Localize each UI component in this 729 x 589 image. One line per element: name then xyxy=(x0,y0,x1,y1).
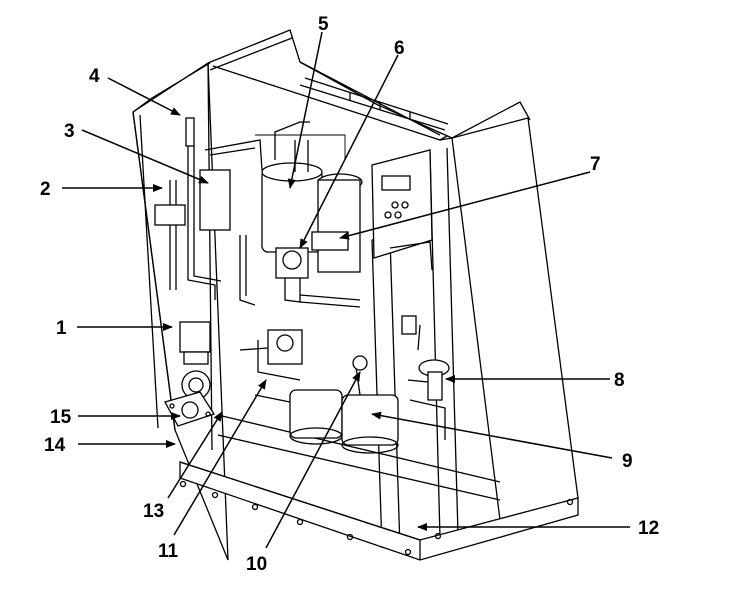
cabinet-frame xyxy=(132,29,579,561)
callout-13: 13 xyxy=(143,501,164,522)
callout-7: 7 xyxy=(590,154,601,175)
left-solenoid-valve xyxy=(179,321,211,400)
callout-9: 9 xyxy=(622,451,633,472)
callout-4: 4 xyxy=(89,66,100,87)
left-piping xyxy=(154,117,263,306)
callout-15: 15 xyxy=(50,407,72,428)
callout-numbers: 1 2 3 4 5 6 7 8 9 10 11 12 13 14 15 xyxy=(40,14,659,575)
right-fitting xyxy=(401,315,450,440)
callout-1: 1 xyxy=(56,318,67,339)
callout-10: 10 xyxy=(246,554,267,575)
right-side-panel xyxy=(451,117,579,521)
callout-8: 8 xyxy=(614,370,625,391)
callout-3: 3 xyxy=(64,121,75,142)
upper-solenoid-valve xyxy=(275,231,361,308)
callout-14: 14 xyxy=(44,435,66,456)
callout-12: 12 xyxy=(638,518,659,539)
control-box xyxy=(371,149,433,271)
callout-6: 6 xyxy=(394,38,405,59)
callout-leaders xyxy=(62,31,630,549)
callout-2: 2 xyxy=(40,179,51,200)
callout-11: 11 xyxy=(158,541,179,562)
lower-cylinders xyxy=(289,355,399,454)
callout-5: 5 xyxy=(318,14,329,35)
